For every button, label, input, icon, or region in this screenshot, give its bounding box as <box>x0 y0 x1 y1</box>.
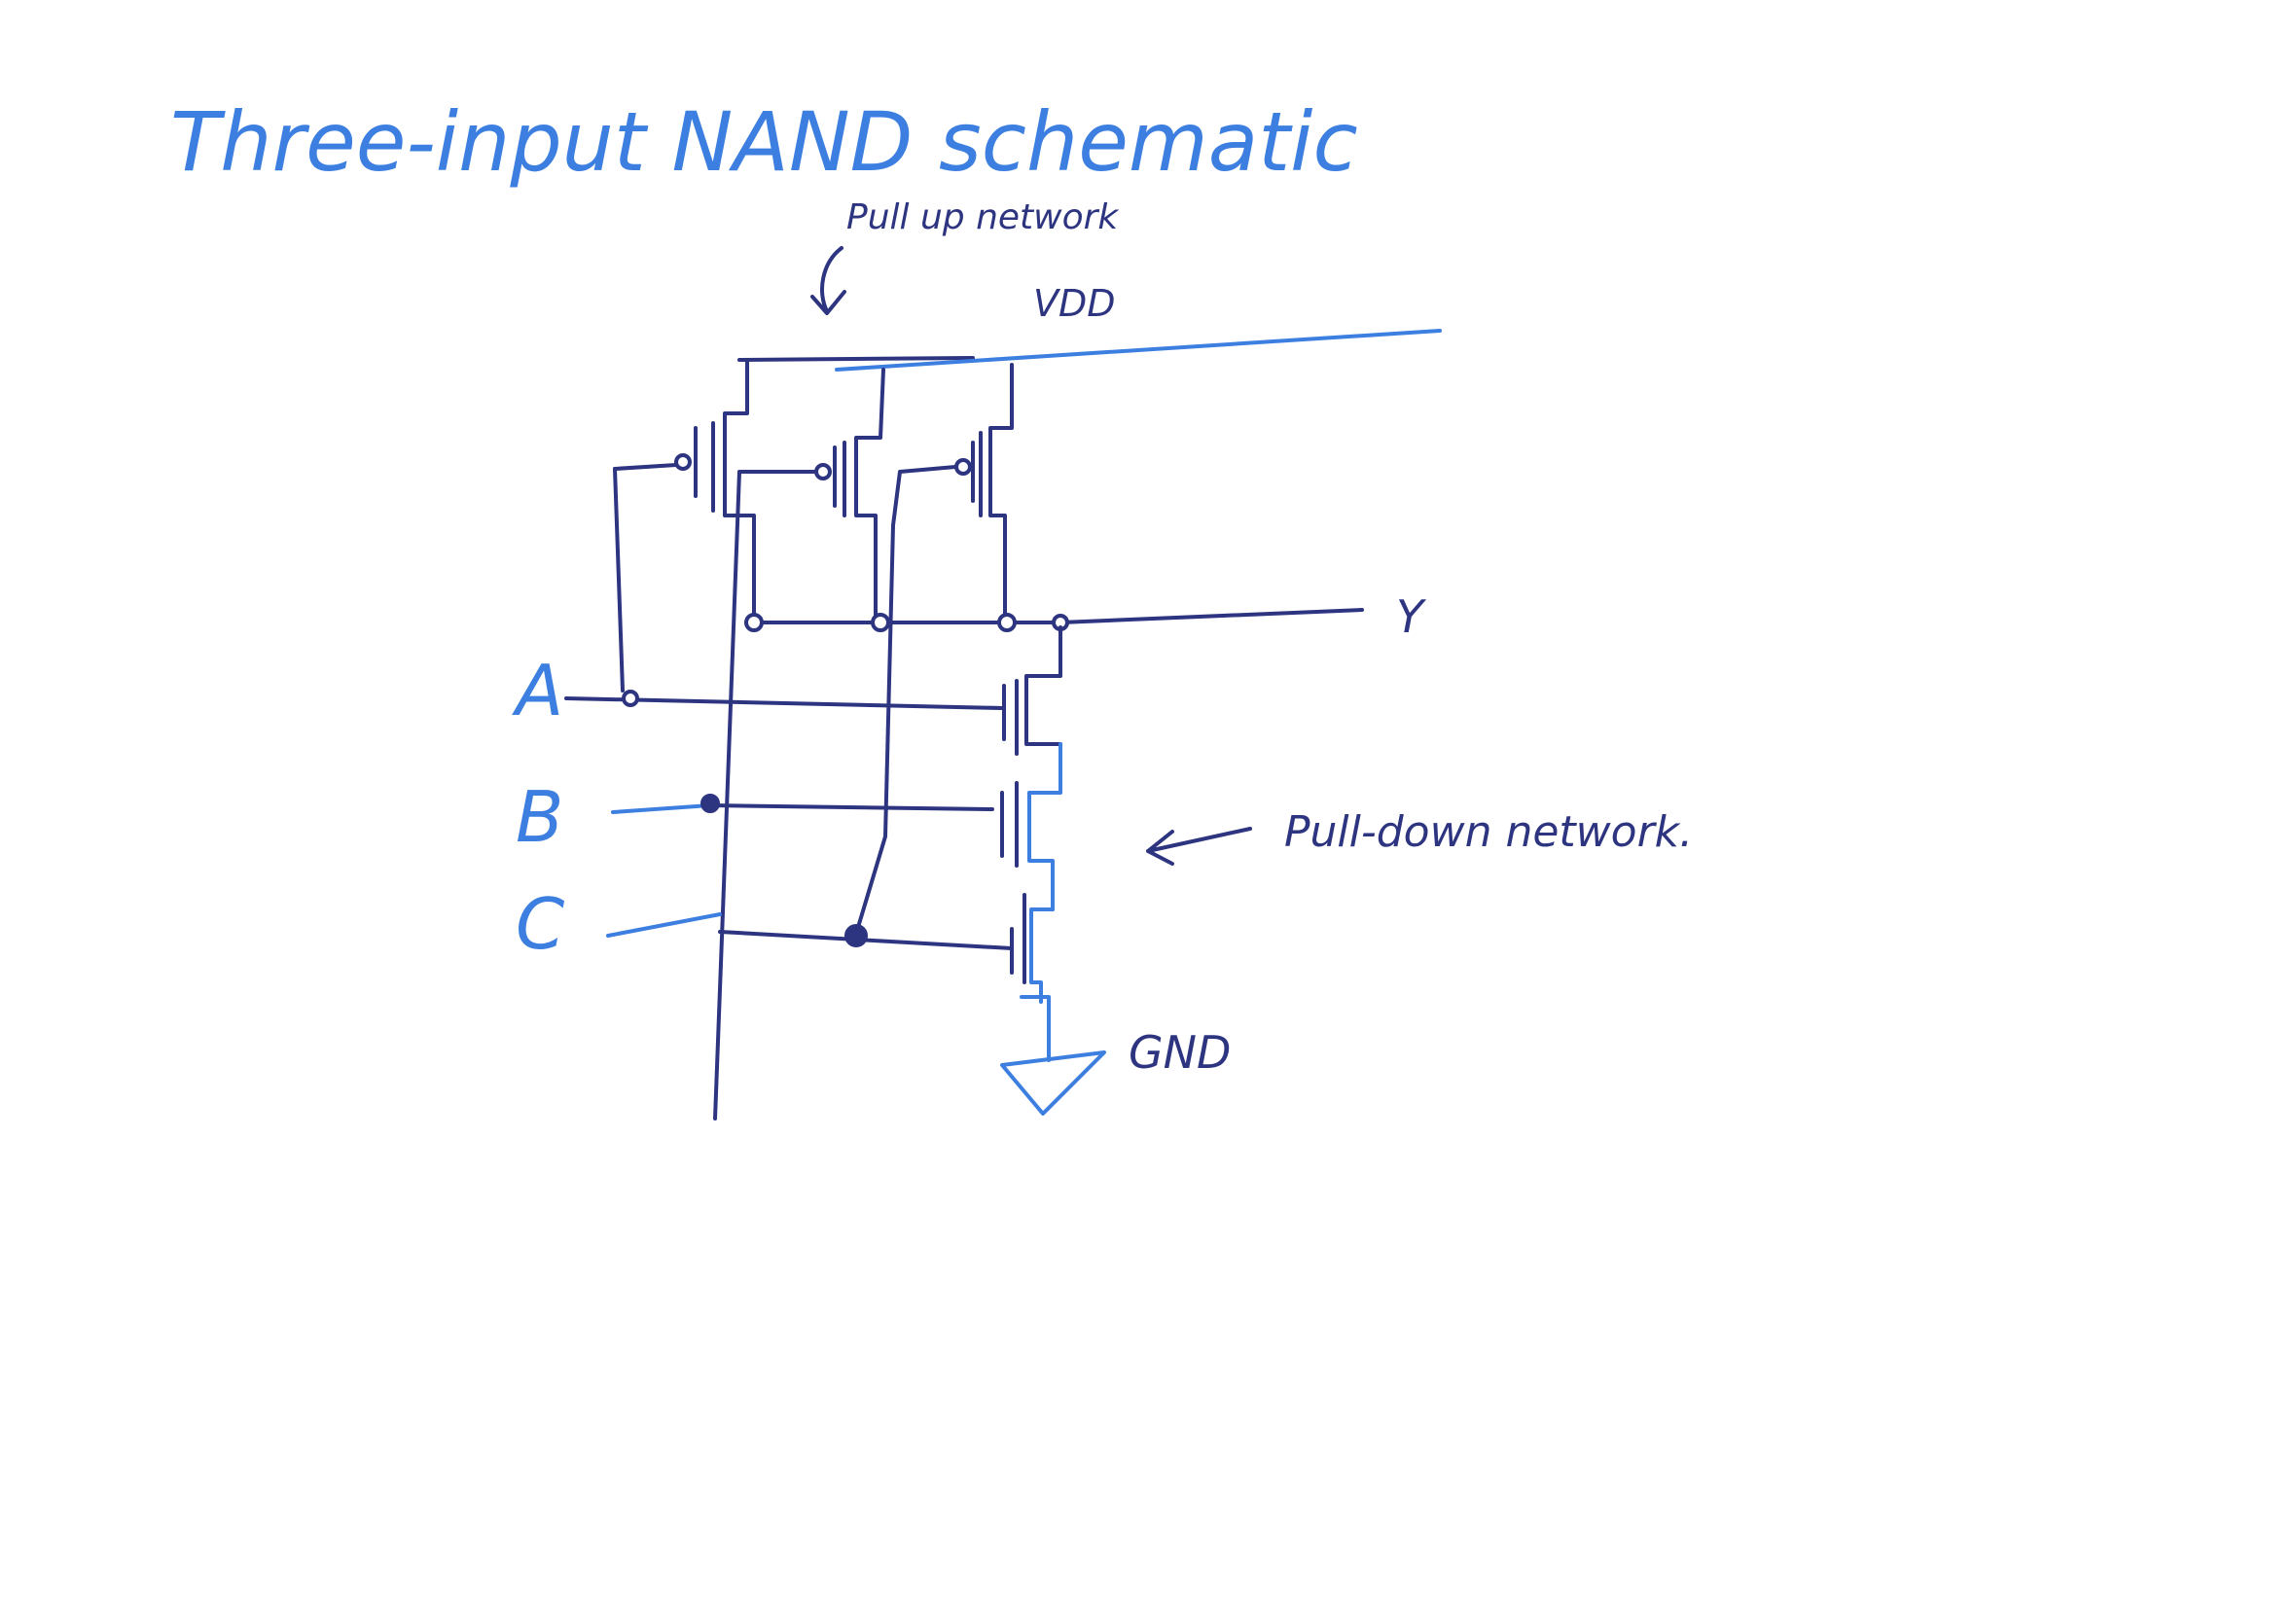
vdd-rail <box>737 356 975 362</box>
schematic-title: Three-input NAND schematic <box>170 94 1358 190</box>
vdd-rail-extension <box>835 329 1442 372</box>
pmos-c-drain-node <box>997 613 1017 632</box>
input-b-label: B <box>516 776 563 858</box>
gnd-wire <box>1020 995 1051 1062</box>
input-c-node <box>844 924 868 947</box>
input-b-node <box>700 794 720 813</box>
input-b-wire <box>708 803 994 811</box>
gnd-symbol <box>1000 1050 1106 1116</box>
pmos-a-drain-node <box>744 613 764 632</box>
nmos-transistor-b <box>1000 742 1062 911</box>
input-a-node <box>622 690 639 707</box>
pull-down-arrow <box>1146 827 1252 866</box>
pmos-transistor-b <box>713 368 885 1120</box>
input-a-gate-link <box>613 467 625 693</box>
input-b-wire-blue <box>611 803 712 814</box>
pull-up-arrow <box>810 246 846 315</box>
pmos-b-drain-node <box>871 613 890 632</box>
input-c-wire-blue <box>606 912 722 938</box>
gnd-label: GND <box>1129 1026 1231 1079</box>
input-c-label: C <box>516 883 565 965</box>
nmos-transistor-c <box>1010 893 1055 1004</box>
nmos-transistor-a <box>1002 625 1062 756</box>
pmos-transistor-c <box>854 363 1014 936</box>
output-label-y: Y <box>1396 590 1427 643</box>
input-a-label: A <box>512 650 563 731</box>
pull-up-label: Pull up network <box>846 197 1120 237</box>
pull-down-label: Pull-down network. <box>1284 807 1693 857</box>
vdd-label: VDD <box>1033 282 1116 325</box>
pmos-transistor-a <box>613 358 756 624</box>
